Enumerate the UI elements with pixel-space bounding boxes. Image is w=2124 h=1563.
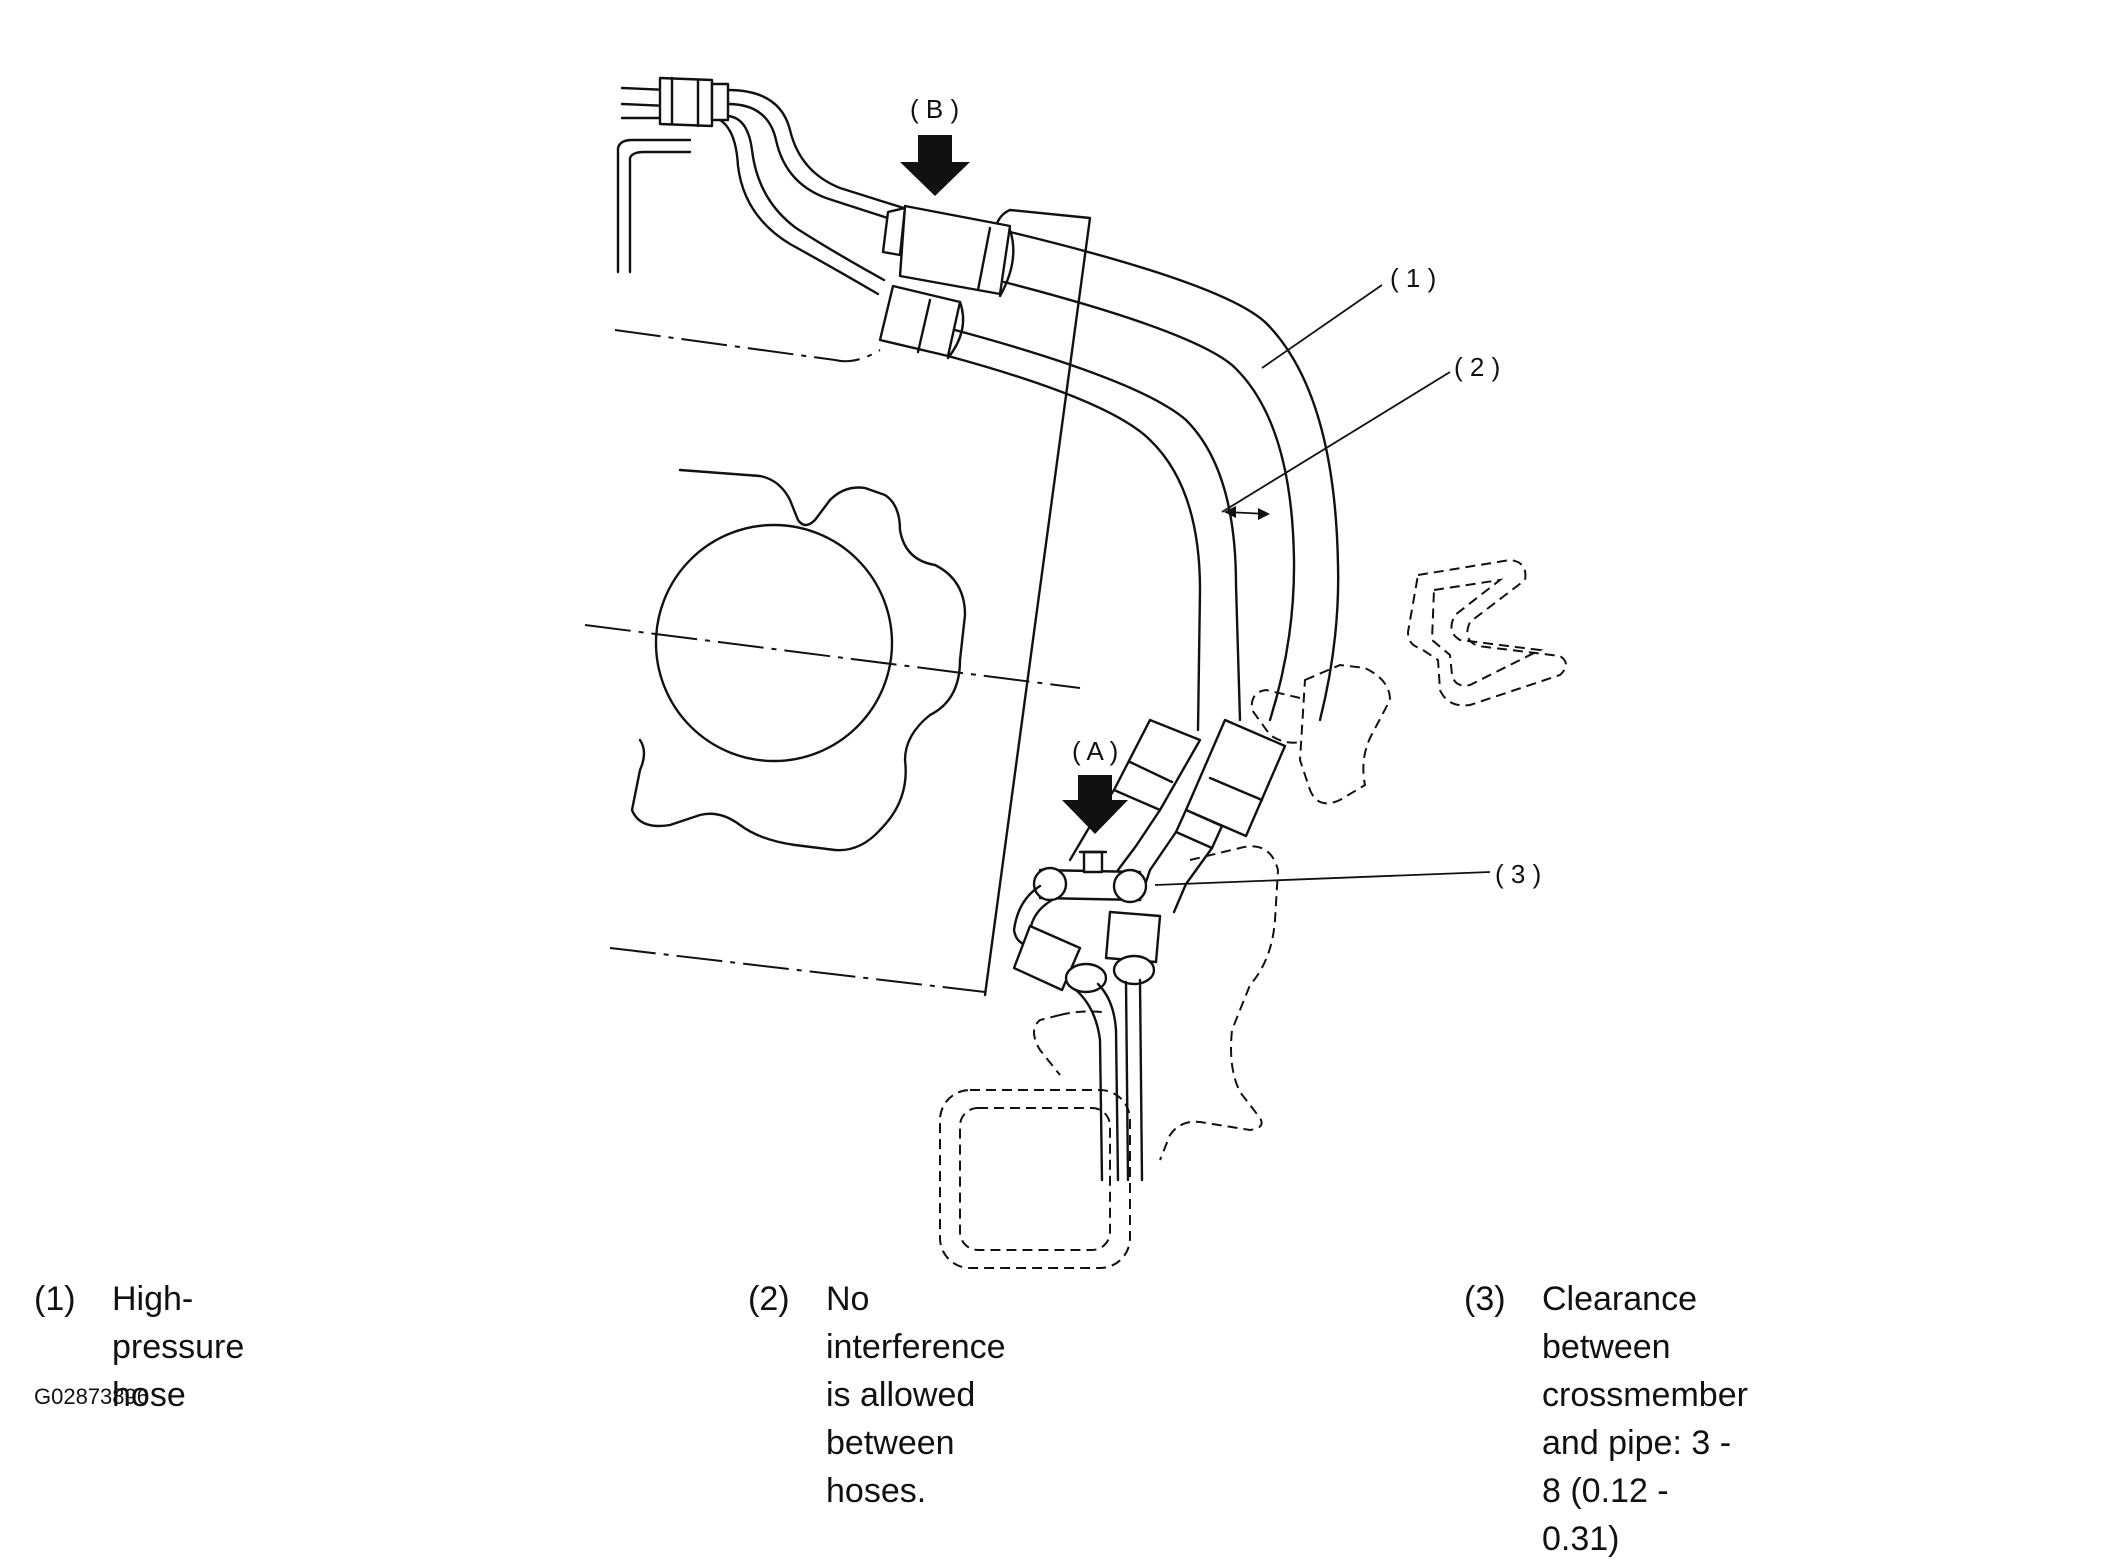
- callout-label-b: ( B ): [910, 94, 959, 124]
- legend-text: No interference is allowed between hoses…: [826, 1280, 1006, 1510]
- clamp-and-pipes: [1012, 850, 1162, 1182]
- crossmember-phantom-outline: [939, 558, 1567, 1269]
- callout-label-3: ( 3 ): [1495, 859, 1541, 889]
- callout-label-1: ( 1 ): [1390, 263, 1436, 293]
- callout-label-2: ( 2 ): [1454, 352, 1500, 382]
- callout-label-a: ( A ): [1072, 736, 1118, 766]
- hoses: [946, 230, 1340, 914]
- upper-fittings: [620, 76, 1015, 360]
- legend-text: Clearance between crossmember and pipe: …: [1542, 1280, 1748, 1558]
- legend-number: (3): [1464, 1280, 1506, 1318]
- engine-housing-outline: [584, 138, 1092, 997]
- power-steering-hose-routing-diagram: ( B ) ( 1 ) ( 2 ) ( A ) ( 3 ): [584, 76, 1567, 1269]
- arrow-a-icon: [1062, 775, 1128, 834]
- figure-id: G02873896: [34, 1384, 149, 1409]
- arrow-b-icon: [900, 135, 970, 196]
- legend-number: (2): [748, 1280, 790, 1318]
- callout-leaders: [1154, 284, 1491, 886]
- legend-text: High-pressure hose: [112, 1280, 245, 1414]
- legend-number: (1): [34, 1280, 76, 1318]
